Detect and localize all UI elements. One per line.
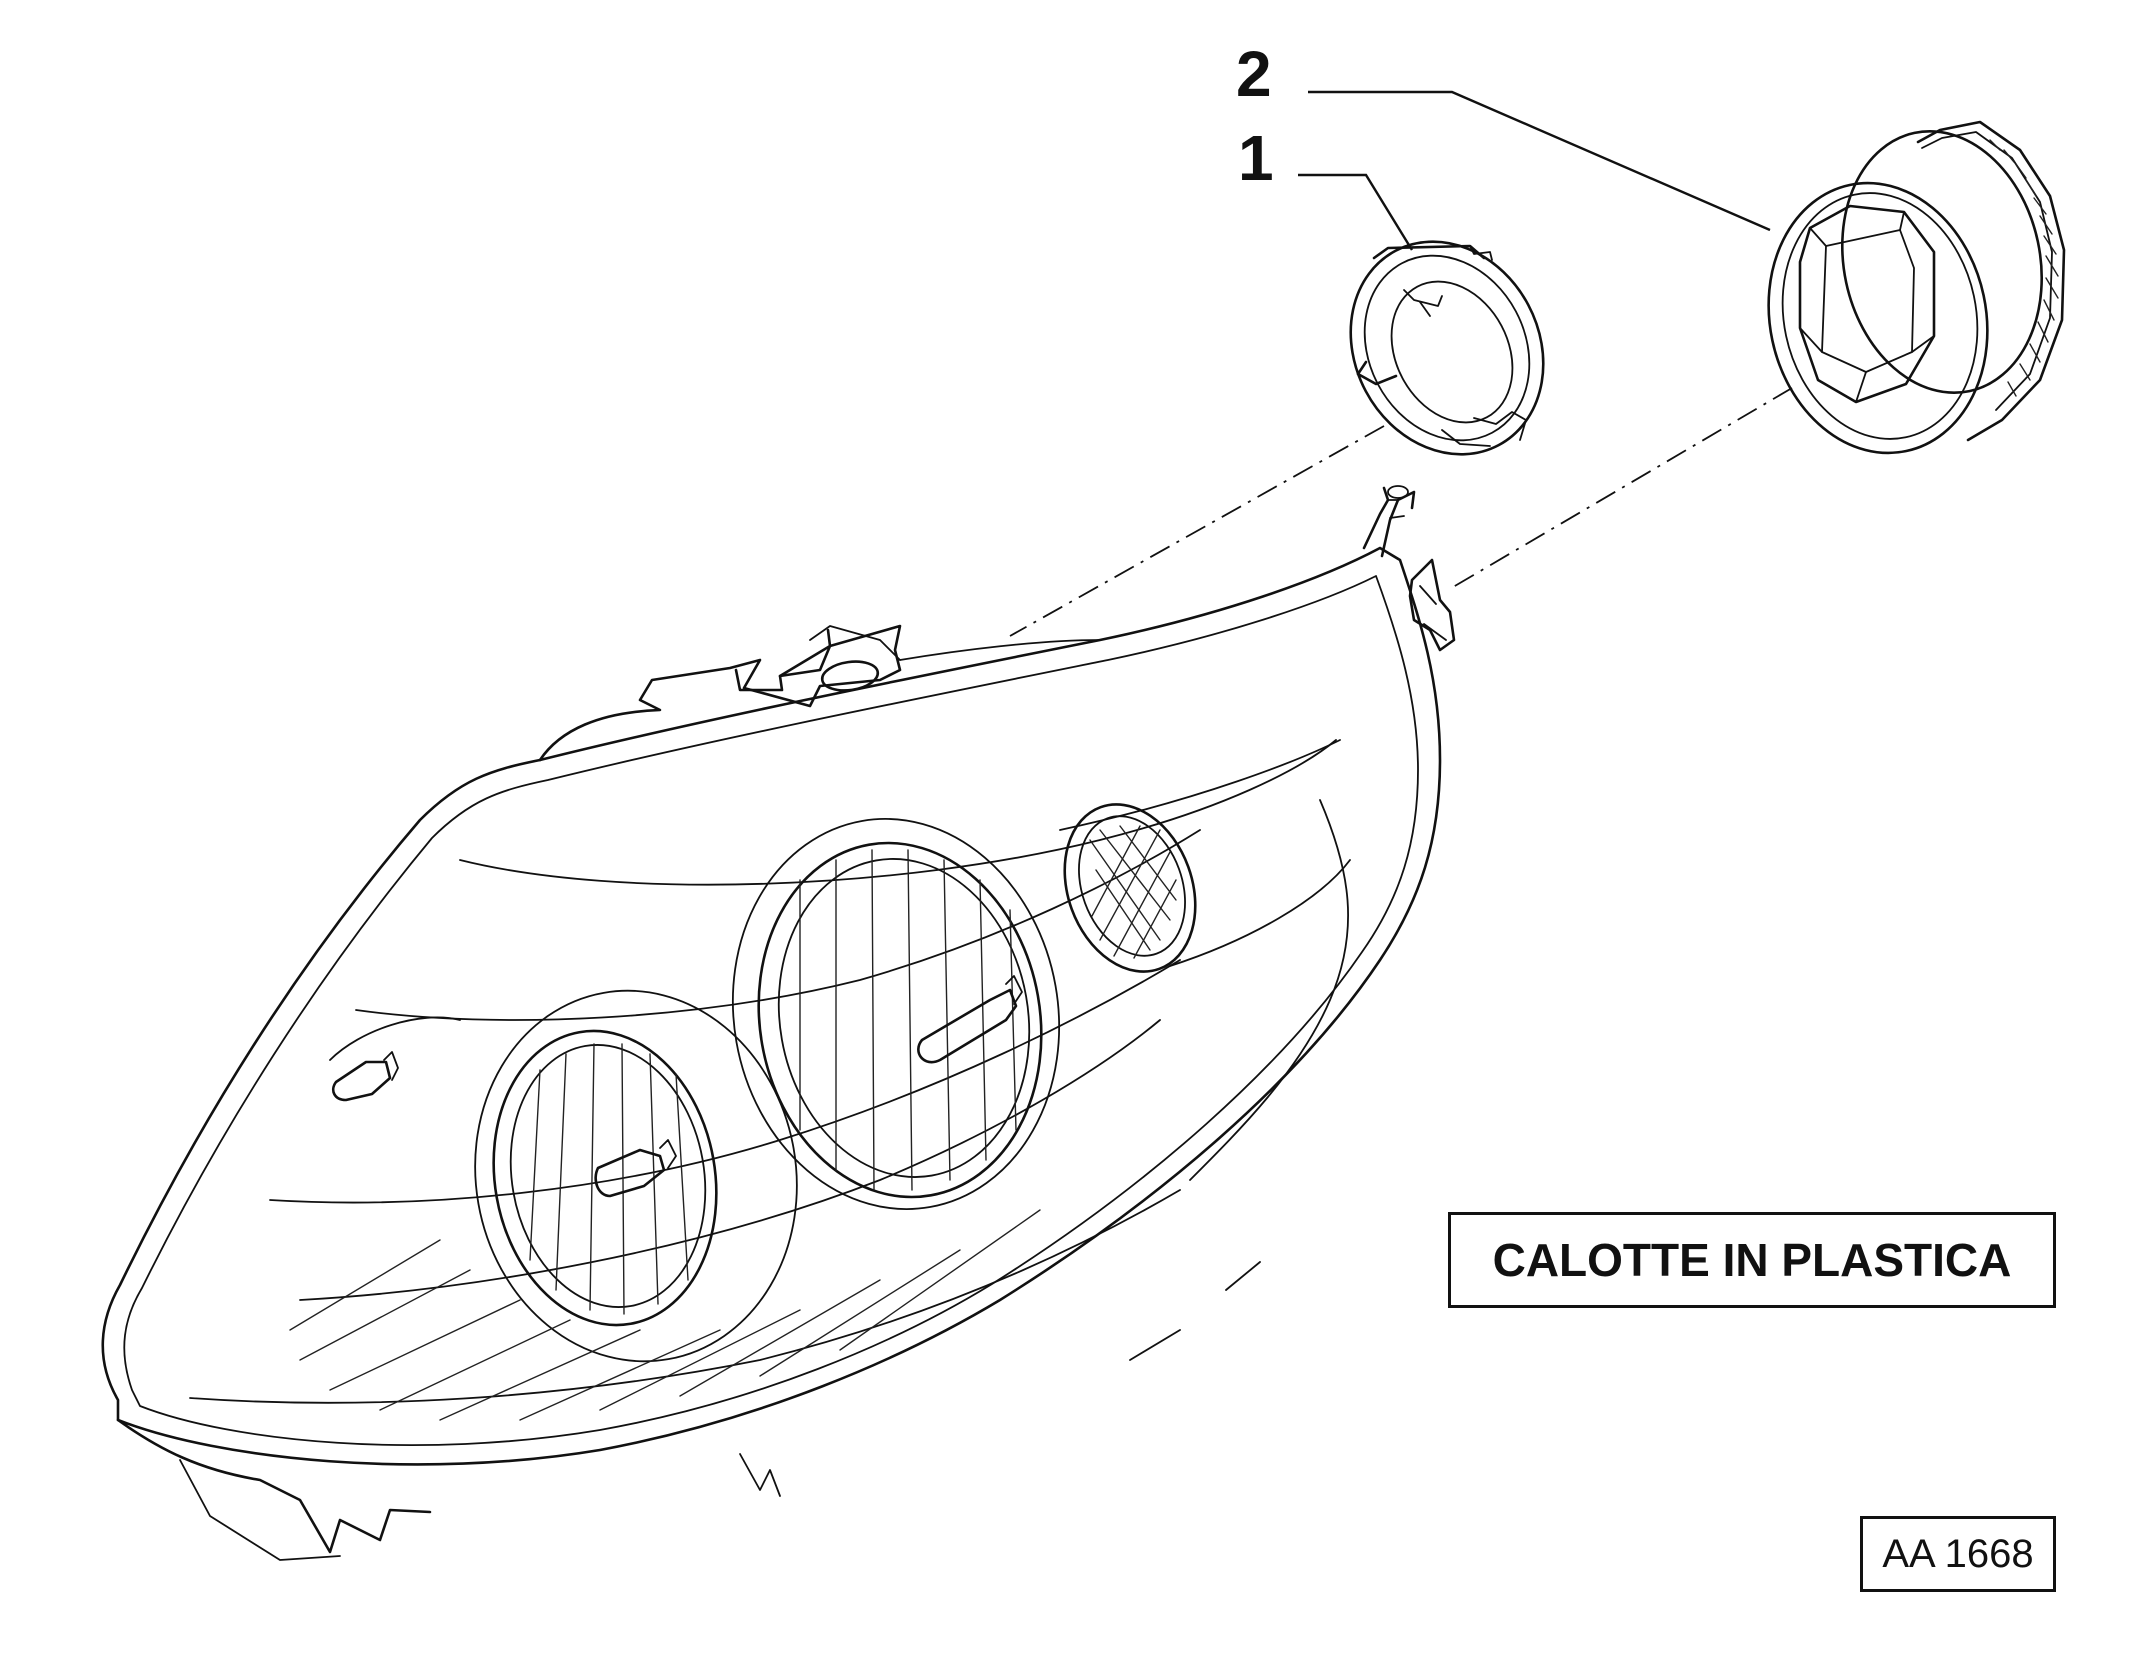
high-beam-reflector [731,818,1061,1210]
drawing-code: AA 1668 [1860,1516,2056,1592]
indicator-lamp [1059,739,1351,973]
note-label: CALOTTE IN PLASTICA [1448,1212,2056,1308]
callout-1: 1 [1238,122,1274,194]
low-beam-reflector [474,989,798,1363]
part-2-rear-cap [1767,120,2066,455]
leader-line-2 [1308,90,1771,232]
headlamp-housing [101,485,1456,1561]
callout-2: 2 [1236,38,1272,110]
lens-hatching [289,1209,1041,1421]
part-1-bulb-retainer [1349,240,1545,456]
leader-line-1 [1298,173,1414,251]
alignment-line-2 [1447,387,1793,591]
side-marker-bulb [329,1016,461,1102]
alignment-line-1 [1009,425,1385,637]
